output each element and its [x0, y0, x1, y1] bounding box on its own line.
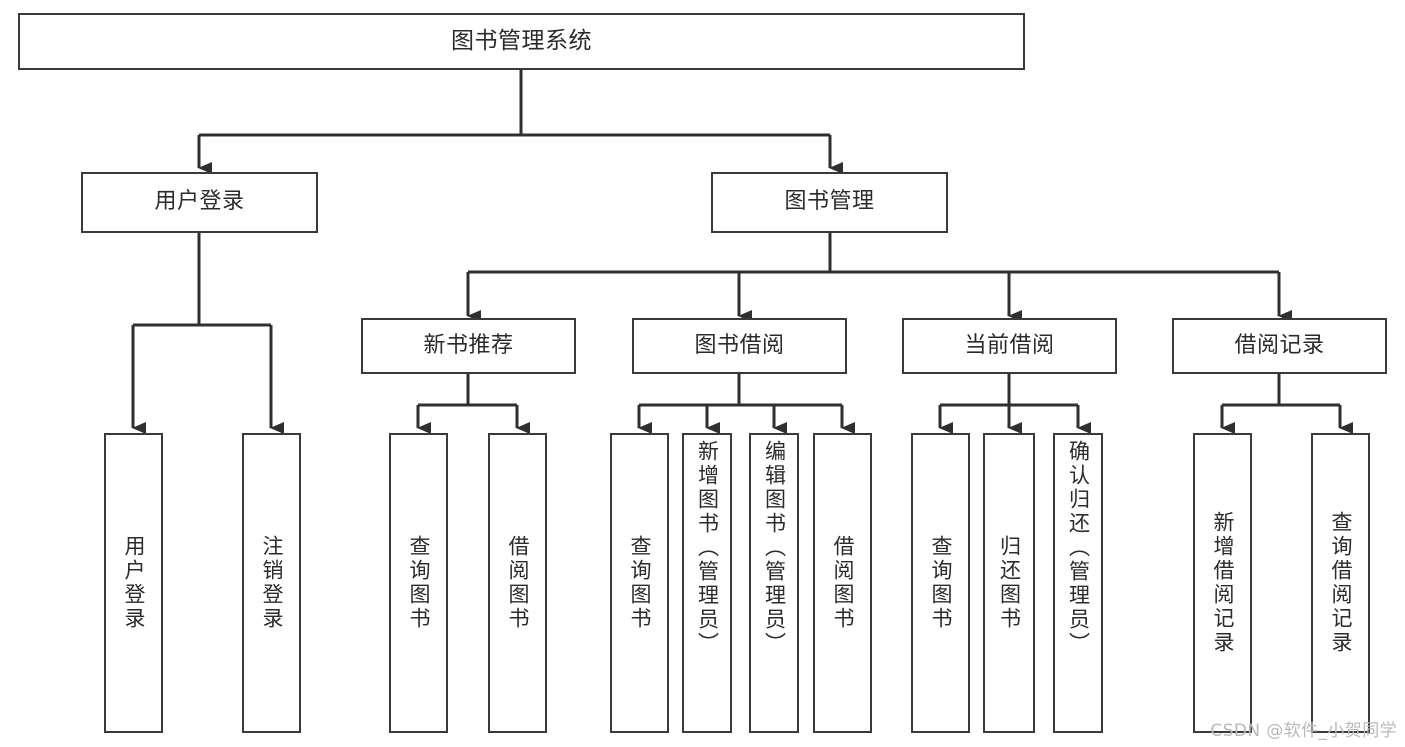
node-leaf-borrow-book-1[interactable]: 借阅图书 — [488, 433, 547, 733]
node-book-borrow-label: 图书借阅 — [694, 332, 785, 358]
node-leaf-query-book-1-label: 查询图书 — [407, 535, 431, 631]
node-root[interactable]: 图书管理系统 — [18, 13, 1025, 70]
node-leaf-edit-book[interactable]: 编辑图书（管理员） — [749, 433, 799, 733]
node-user-login-label: 用户登录 — [154, 189, 245, 215]
node-leaf-return-book[interactable]: 归还图书 — [983, 433, 1035, 733]
csdn-watermark: CSDN @软件_小贺同学 — [1210, 721, 1397, 741]
node-leaf-query-book-1[interactable]: 查询图书 — [389, 433, 448, 733]
node-leaf-confirm-return[interactable]: 确认归还（管理员） — [1053, 433, 1103, 733]
node-leaf-borrow-book-2-label: 借阅图书 — [831, 535, 855, 631]
node-leaf-add-book[interactable]: 新增图书（管理员） — [682, 433, 732, 733]
node-borrow-record-label: 借阅记录 — [1234, 332, 1325, 358]
node-leaf-confirm-return-label: 确认归还（管理员） — [1066, 440, 1091, 656]
node-root-label: 图书管理系统 — [451, 27, 592, 54]
node-book-borrow[interactable]: 图书借阅 — [632, 318, 847, 374]
node-leaf-edit-book-label: 编辑图书（管理员） — [762, 440, 787, 656]
node-leaf-query-book-3[interactable]: 查询图书 — [911, 433, 970, 733]
node-leaf-logout-login[interactable]: 注销登录 — [242, 433, 301, 733]
node-new-book-recommend-label: 新书推荐 — [423, 332, 514, 358]
node-leaf-logout-login-label: 注销登录 — [260, 535, 284, 631]
node-leaf-query-book-3-label: 查询图书 — [929, 535, 953, 631]
node-leaf-query-book-2[interactable]: 查询图书 — [610, 433, 669, 733]
node-leaf-add-book-label: 新增图书（管理员） — [695, 440, 720, 656]
node-borrow-record[interactable]: 借阅记录 — [1172, 318, 1387, 374]
node-leaf-add-record[interactable]: 新增借阅记录 — [1193, 433, 1252, 733]
node-current-borrow[interactable]: 当前借阅 — [902, 318, 1117, 374]
node-leaf-user-login-label: 用户登录 — [122, 535, 146, 631]
node-leaf-user-login[interactable]: 用户登录 — [104, 433, 163, 733]
node-leaf-borrow-book-2[interactable]: 借阅图书 — [813, 433, 872, 733]
node-leaf-query-record-label: 查询借阅记录 — [1329, 511, 1353, 655]
node-current-borrow-label: 当前借阅 — [964, 332, 1055, 358]
node-leaf-query-record[interactable]: 查询借阅记录 — [1311, 433, 1370, 733]
node-leaf-query-book-2-label: 查询图书 — [628, 535, 652, 631]
node-leaf-return-book-label: 归还图书 — [997, 535, 1022, 631]
node-leaf-add-record-label: 新增借阅记录 — [1211, 511, 1235, 655]
node-leaf-borrow-book-1-label: 借阅图书 — [506, 535, 530, 631]
node-book-manage-label: 图书管理 — [784, 189, 875, 215]
node-new-book-recommend[interactable]: 新书推荐 — [361, 318, 576, 374]
node-book-manage[interactable]: 图书管理 — [711, 172, 948, 233]
node-user-login[interactable]: 用户登录 — [81, 172, 318, 233]
